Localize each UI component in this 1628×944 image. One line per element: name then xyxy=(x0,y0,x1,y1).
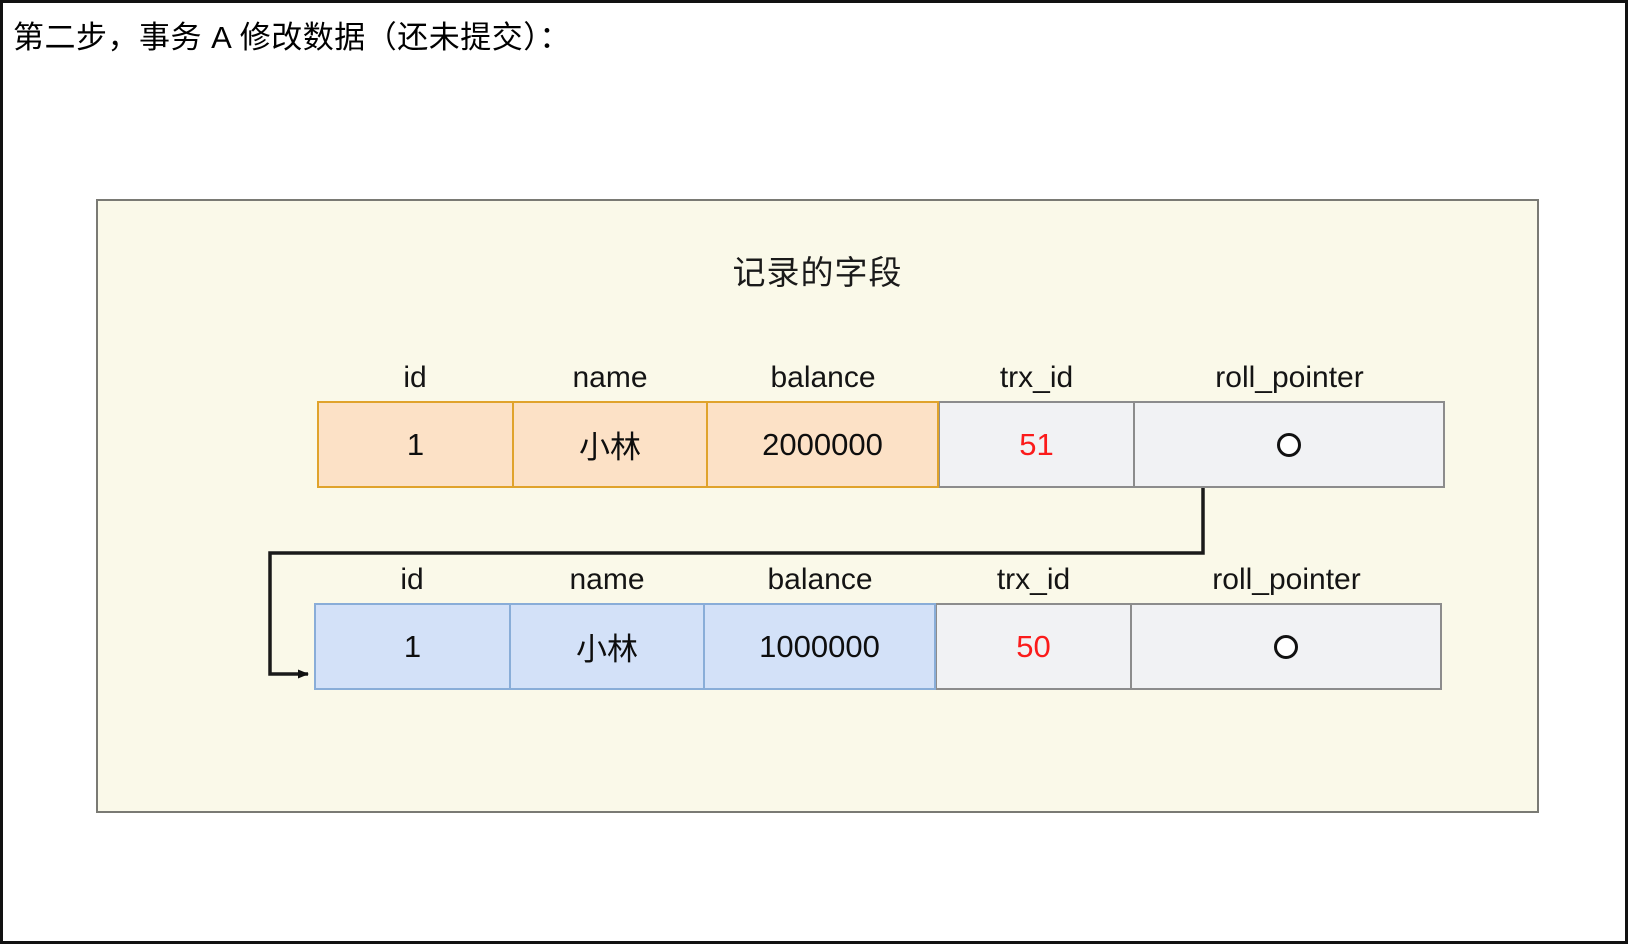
column-header-roll-pointer: roll_pointer xyxy=(1215,361,1364,394)
roll-pointer-dot-icon xyxy=(1274,634,1298,659)
cell-balance: 1000000 xyxy=(704,603,936,690)
cell-name: 小林 xyxy=(510,603,704,690)
column-header-id: id xyxy=(403,361,427,394)
diagram-title: 记录的字段 xyxy=(732,254,903,291)
column-header-roll-pointer: roll_pointer xyxy=(1212,563,1361,596)
cell-trx-id: 50 xyxy=(936,603,1131,690)
cell-balance: 2000000 xyxy=(707,401,939,488)
page-title: 第二步，事务 A 修改数据（还未提交）： xyxy=(13,20,571,55)
column-header-balance: balance xyxy=(767,563,873,596)
column-header-id: id xyxy=(400,563,424,596)
cell-id: 1 xyxy=(317,401,513,488)
trx-id-value: 51 xyxy=(1019,426,1054,462)
trx-id-value: 50 xyxy=(1016,628,1051,664)
record-version-diagram: 记录的字段 id name balance trx_id roll_pointe… xyxy=(96,199,1539,813)
cell-name: 小林 xyxy=(513,401,707,488)
column-header-name: name xyxy=(569,563,645,596)
column-header-balance: balance xyxy=(770,361,876,394)
roll-pointer-dot-icon xyxy=(1277,432,1301,457)
column-header-trx-id: trx_id xyxy=(999,361,1074,394)
cell-trx-id: 51 xyxy=(939,401,1134,488)
cell-roll-pointer xyxy=(1134,401,1445,488)
column-header-name: name xyxy=(572,361,648,394)
cell-id: 1 xyxy=(314,603,510,690)
column-header-trx-id: trx_id xyxy=(996,563,1071,596)
cell-roll-pointer xyxy=(1131,603,1442,690)
